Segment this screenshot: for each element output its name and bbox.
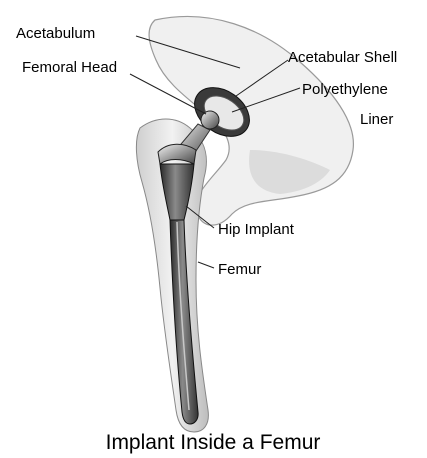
label-polyethylene: Polyethylene [302,81,388,98]
label-liner: Liner [360,111,393,128]
label-hip-implant: Hip Implant [218,221,295,238]
label-femur: Femur [218,261,261,278]
femur-leader [198,262,214,268]
label-acetabulum: Acetabulum [16,25,95,42]
label-femoral-head: Femoral Head [22,59,117,76]
diagram-caption: Implant Inside a Femur [106,431,321,454]
label-acetabular-shell: Acetabular Shell [288,49,397,66]
femoral-head [201,111,219,129]
